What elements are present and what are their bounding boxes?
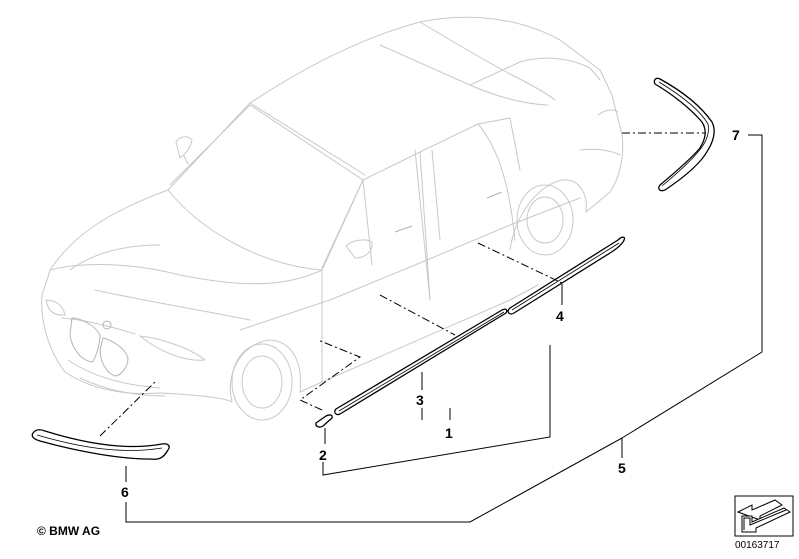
placement-lines [99,132,705,437]
leader-lines [125,134,763,523]
callout-2: 2 [319,447,327,463]
callout-7: 7 [732,127,740,143]
side-sill-end-cap [315,414,333,428]
callout-1: 1 [445,425,453,441]
callout-3: 3 [416,392,424,408]
rear-trim-strip [653,77,715,192]
callout-4: 4 [556,308,564,324]
side-sill-trim-strip [334,308,508,416]
copyright-text: © BMW AG [37,524,101,538]
callout-5: 5 [618,460,626,476]
rear-door-trim-strip [507,236,626,315]
callout-numbers: 1 2 3 4 5 6 7 [121,127,740,500]
direction-arrow-icon [734,495,794,537]
callout-6: 6 [121,484,129,500]
car-outline-icon [41,16,624,421]
front-bumper-trim-strip [31,429,170,460]
diagram-id: 00163717 [735,540,780,551]
